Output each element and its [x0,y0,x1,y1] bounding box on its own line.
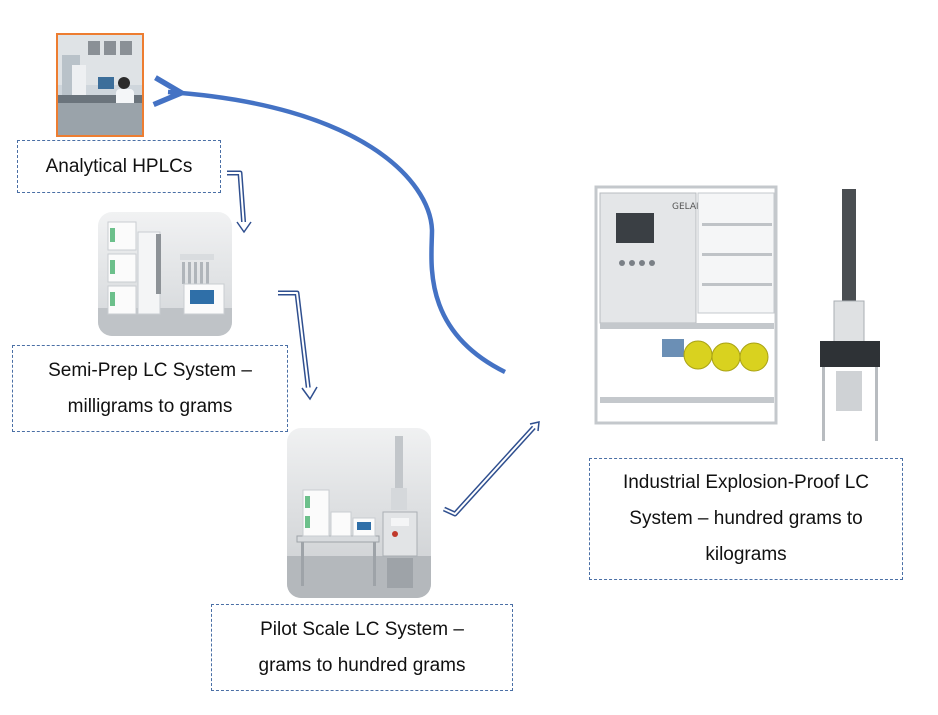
analytical-hplcs-label: Analytical HPLCs [17,140,221,193]
pilot-scale-lc-label: Pilot Scale LC System – grams to hundred… [211,604,513,691]
semi-prep-lc-photo [98,212,232,336]
gelai-logo-text: GELAI [672,202,699,212]
pilot-label-line-2: grams to hundred grams [258,654,466,676]
industrial-lc-label: Industrial Explosion-Proof LC System – h… [589,458,903,580]
arrow-analytical-to-semi-prep [227,170,252,234]
lab-scene-image [58,35,142,135]
analytical-hplc-photo [56,33,144,137]
industrial-explosion-proof-lc-photo: GELAI [592,183,892,443]
industrial-label-line-2: System – hundred grams to [629,508,863,529]
arrow-pilot-to-industrial [442,421,540,517]
semi-prep-lc-label: Semi-Prep LC System – milligrams to gram… [12,345,288,432]
semi-prep-equipment-image [98,221,232,336]
industrial-label-line-1: Industrial Explosion-Proof LC [622,472,870,493]
pilot-scale-lc-photo [287,428,431,598]
pilot-label-line-1: Pilot Scale LC System – [260,618,464,640]
analytical-label-line-1: Analytical HPLCs [45,155,193,177]
industrial-label-line-3: kilograms [705,544,787,565]
pilot-scale-equipment-image [287,436,431,598]
return-arrow [168,92,506,375]
arrow-semi-prep-to-pilot [278,290,318,401]
industrial-equipment-image: GELAI [594,185,880,441]
semi-prep-label-line-1: Semi-Prep LC System – [48,359,252,381]
semi-prep-label-line-2: milligrams to grams [67,395,233,417]
